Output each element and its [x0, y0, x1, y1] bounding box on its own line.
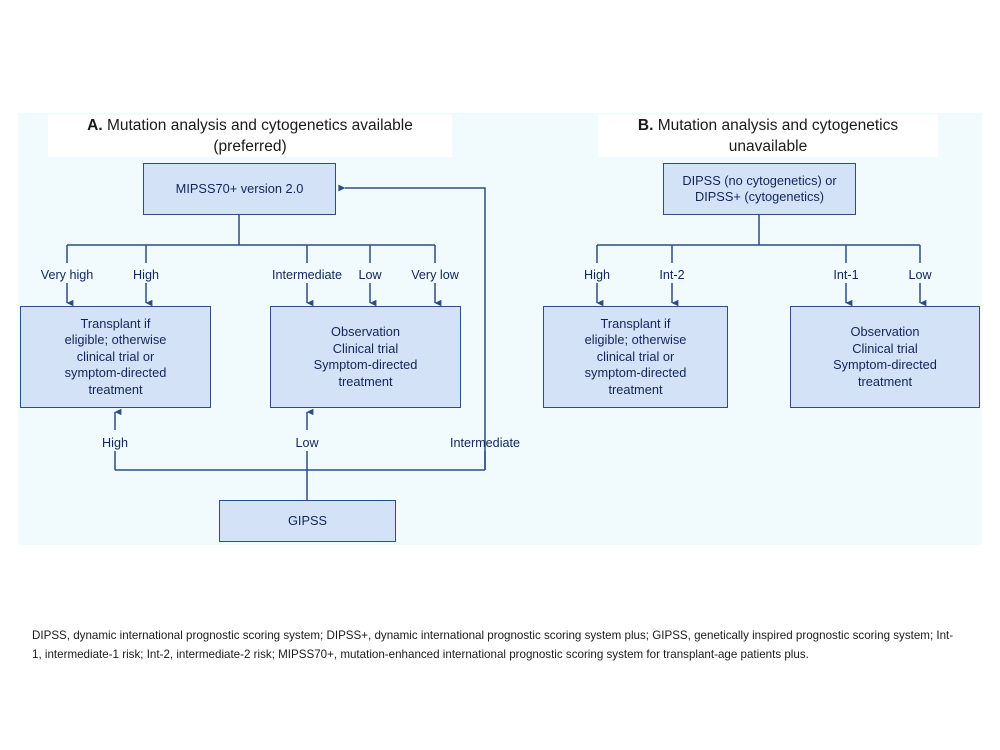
- node-a-observation[interactable]: Observation Clinical trial Symptom-direc…: [270, 306, 461, 408]
- panel-a-title-line2: (preferred): [213, 138, 287, 155]
- node-dipss[interactable]: DIPSS (no cytogenetics) or DIPSS+ (cytog…: [663, 163, 856, 215]
- figure-footnote: DIPSS, dynamic international prognostic …: [32, 629, 954, 661]
- edge-label-b-low: Low: [908, 268, 932, 282]
- panel-b-title: B. Mutation analysis and cytogenetics un…: [598, 115, 938, 157]
- panel-a-letter: A.: [87, 117, 103, 134]
- node-b-transplant[interactable]: Transplant if eligible; otherwise clinic…: [543, 306, 728, 408]
- edge-label-gipss-intermediate: Intermediate: [449, 436, 521, 450]
- node-gipss[interactable]: GIPSS: [219, 500, 396, 542]
- node-mipss70-plus-label: MIPSS70+ version 2.0: [175, 180, 304, 196]
- edge-label-a-low: Low: [358, 268, 382, 282]
- edge-label-a-very-low: Very low: [411, 268, 459, 282]
- edge-label-gipss-high: High: [102, 436, 128, 450]
- node-a-transplant[interactable]: Transplant if eligible; otherwise clinic…: [20, 306, 211, 408]
- edge-label-a-very-high: Very high: [40, 268, 94, 282]
- panel-b-title-line1: Mutation analysis and cytogenetics: [657, 117, 899, 134]
- node-b-observation-label: Observation Clinical trial Symptom-direc…: [833, 324, 937, 389]
- edge-label-gipss-low: Low: [295, 436, 319, 450]
- edge-label-a-intermediate: Intermediate: [271, 268, 343, 282]
- edge-label-b-int-2: Int-2: [659, 268, 685, 282]
- edge-label-b-int-1: Int-1: [833, 268, 859, 282]
- panel-a-title-line1: Mutation analysis and cytogenetics avail…: [106, 117, 413, 134]
- node-b-observation[interactable]: Observation Clinical trial Symptom-direc…: [790, 306, 980, 408]
- node-mipss70-plus[interactable]: MIPSS70+ version 2.0: [143, 163, 336, 215]
- node-gipss-label: GIPSS: [287, 512, 328, 528]
- node-b-transplant-label: Transplant if eligible; otherwise clinic…: [584, 315, 687, 397]
- panel-a-title: A. Mutation analysis and cytogenetics av…: [48, 115, 452, 157]
- panel-b-title-line2: unavailable: [728, 138, 808, 155]
- node-a-transplant-label: Transplant if eligible; otherwise clinic…: [64, 315, 167, 397]
- edge-label-b-high: High: [584, 268, 610, 282]
- node-a-observation-label: Observation Clinical trial Symptom-direc…: [313, 324, 418, 389]
- edge-label-a-high: High: [133, 268, 159, 282]
- node-dipss-label: DIPSS (no cytogenetics) or DIPSS+ (cytog…: [682, 172, 837, 205]
- panel-b-letter: B.: [637, 117, 654, 134]
